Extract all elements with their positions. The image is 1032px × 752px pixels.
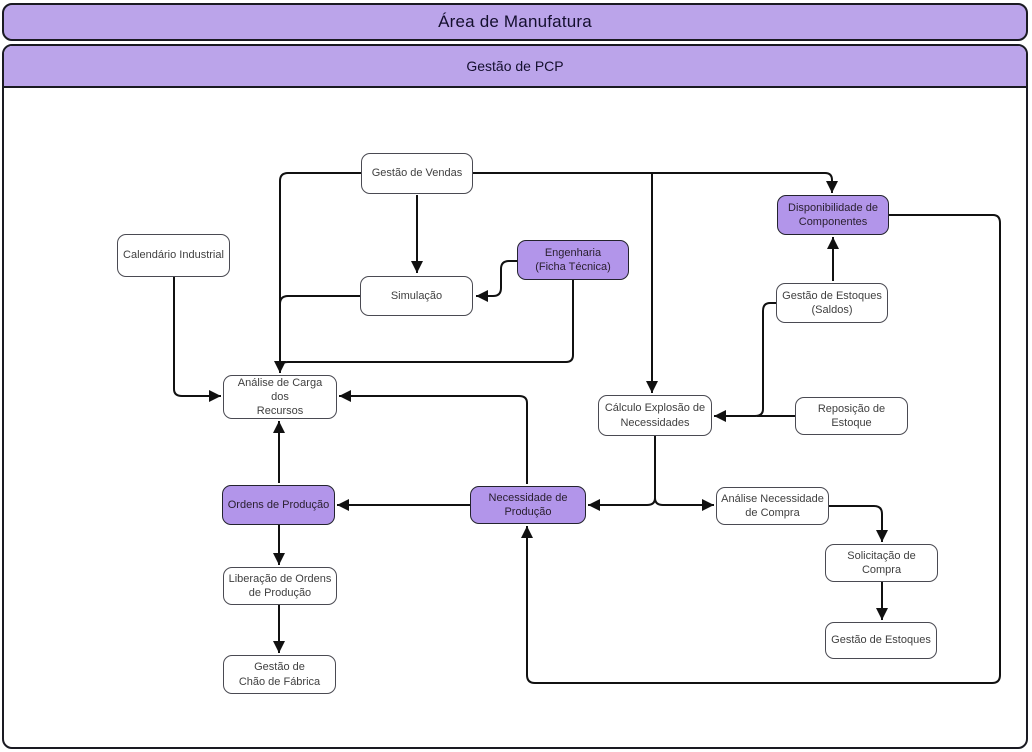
node-simulacao: Simulação [360, 276, 473, 316]
edge-calculo-analise-compra [654, 497, 714, 511]
node-label: Simulação [390, 289, 443, 302]
node-liberacao-ordens-producao: Liberação de Ordens de Produção [223, 567, 337, 605]
node-label: Reposição de Estoque [817, 402, 886, 429]
node-label: Cálculo Explosão de Necessidades [604, 402, 706, 429]
edge-simulacao-analise-carga [279, 295, 360, 330]
node-label: Gestão de Estoques (Saldos) [782, 289, 882, 316]
node-label: Gestão de Estoques [831, 634, 931, 647]
node-label: Gestão de Chão de Fábrica [238, 661, 321, 688]
node-label: Análise Necessidade de Compra [721, 492, 824, 519]
node-calculo-explosao-necessidades: Cálculo Explosão de Necessidades [598, 395, 712, 436]
node-label: Necessidade de Produção [488, 491, 568, 518]
edge-analise-compra-solicitacao [829, 505, 888, 542]
node-calendario-industrial: Calendário Industrial [117, 234, 230, 277]
edge-disponibilidade-necessidade-feedback [521, 214, 1001, 684]
node-label: Disponibilidade de Componentes [788, 201, 878, 228]
node-analise-carga-recursos: Análise de Carga dos Recursos [223, 375, 337, 419]
node-analise-necessidade-compra: Análise Necessidade de Compra [716, 487, 829, 525]
node-label: Solicitação de Compra [847, 549, 916, 576]
area-header-band: Área de Manufatura [2, 3, 1028, 41]
node-necessidade-producao: Necessidade de Produção [470, 486, 586, 524]
node-label: Calendário Industrial [123, 249, 224, 262]
node-engenharia-ficha-tecnica: Engenharia (Ficha Técnica) [517, 240, 629, 280]
node-label: Liberação de Ordens de Produção [228, 572, 332, 599]
edge-saldos-calculo-explosao [714, 302, 776, 422]
node-gestao-estoques-saldos: Gestão de Estoques (Saldos) [776, 283, 888, 323]
node-disponibilidade-componentes: Disponibilidade de Componentes [777, 195, 889, 235]
edge-vendas-analise-carga [274, 172, 361, 373]
area-title: Área de Manufatura [438, 12, 592, 31]
node-gestao-chao-fabrica: Gestão de Chão de Fábrica [223, 655, 336, 694]
edge-engenharia-simulacao [476, 260, 517, 302]
edge-vendas-disponibilidade [473, 172, 838, 193]
edge-engenharia-analise-carga [279, 280, 574, 369]
node-label: Análise de Carga dos Recursos [237, 376, 323, 418]
node-label: Engenharia (Ficha Técnica) [535, 246, 611, 273]
node-reposicao-estoque: Reposição de Estoque [795, 397, 908, 435]
edge-calendario-analise-carga [173, 277, 221, 402]
pcp-lane-title: Gestão de PCP [466, 58, 564, 74]
node-label: Gestão de Vendas [371, 167, 463, 180]
edge-calculo-necessidade [588, 497, 656, 511]
node-gestao-de-vendas: Gestão de Vendas [361, 153, 473, 194]
node-label: Ordens de Produção [227, 498, 330, 511]
pcp-lane-header: Gestão de PCP [4, 46, 1026, 88]
edge-necessidade-analise-carga [339, 390, 528, 484]
node-solicitacao-compra: Solicitação de Compra [825, 544, 938, 582]
node-gestao-estoques: Gestão de Estoques [825, 622, 937, 659]
node-ordens-producao: Ordens de Produção [222, 485, 335, 525]
